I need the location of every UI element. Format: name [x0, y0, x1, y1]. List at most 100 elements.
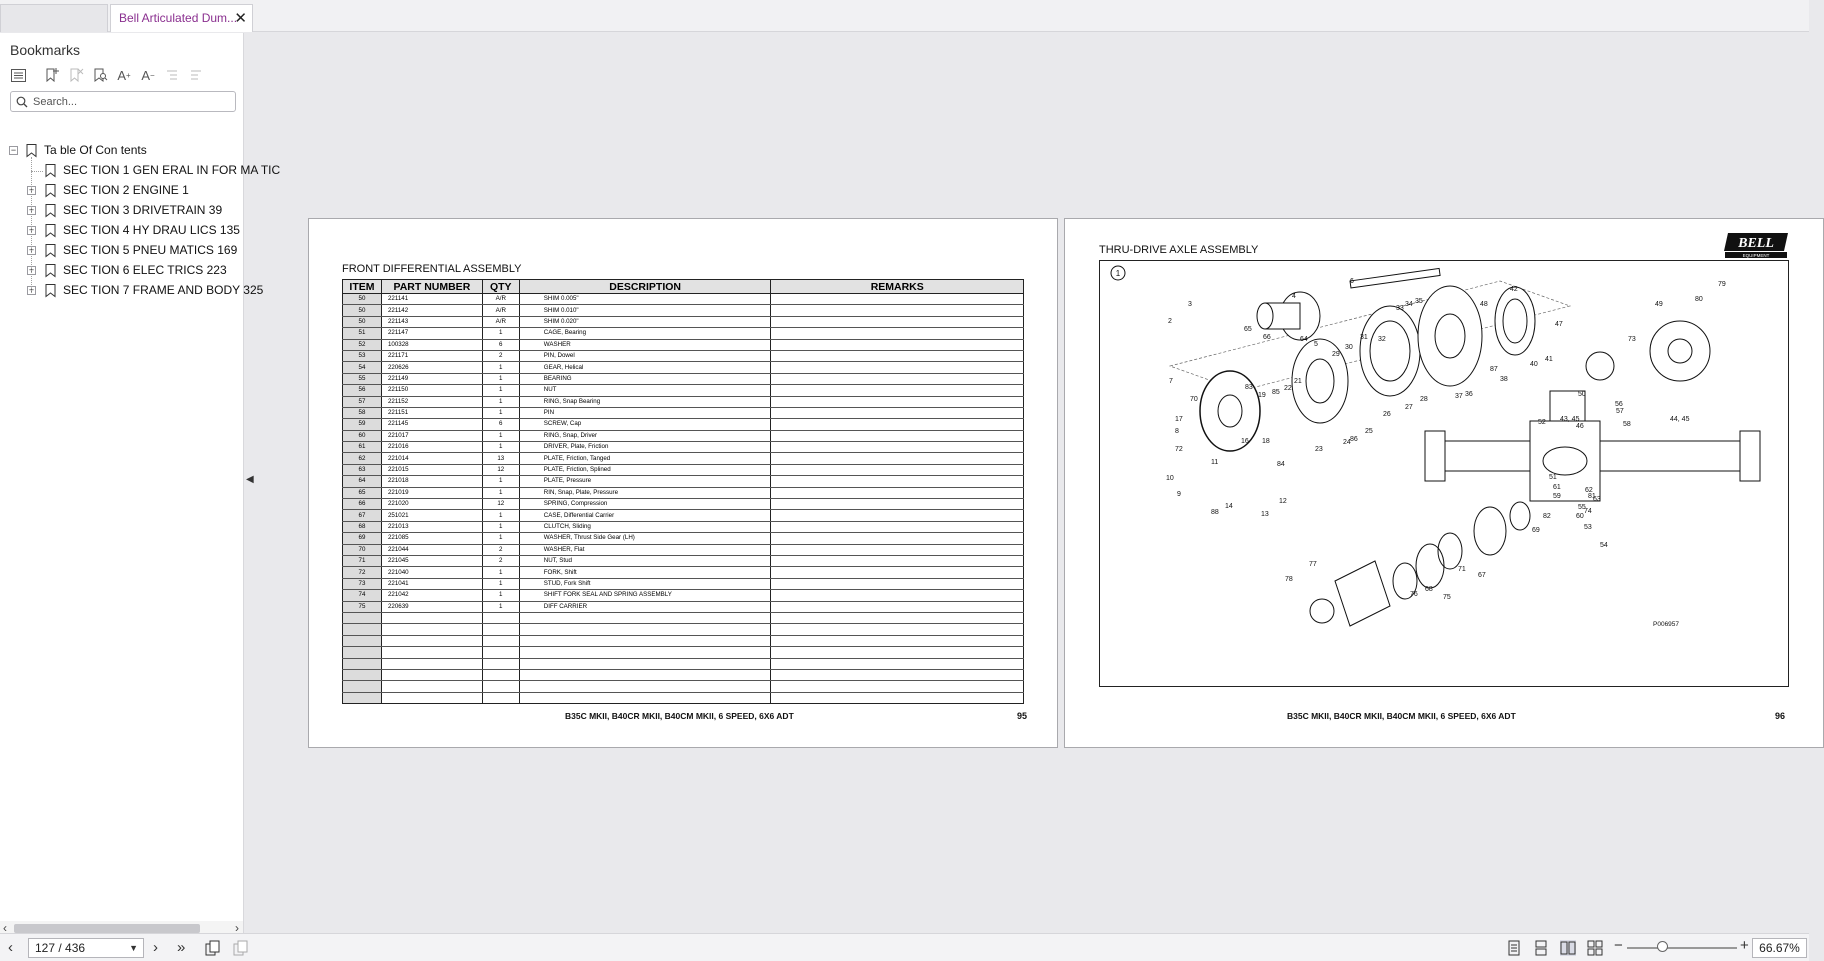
- zoom-out-icon[interactable]: −: [1614, 937, 1623, 954]
- bookmark-item[interactable]: SEC TION 1 GEN ERAL IN FOR MA TIC: [0, 162, 280, 180]
- increase-font-icon[interactable]: A+: [117, 67, 131, 83]
- callout-label: 17: [1175, 416, 1183, 423]
- table-cell: [770, 532, 1024, 545]
- table-cell: SHIFT FORK SEAL AND SPRING ASSEMBLY: [518, 589, 772, 602]
- callout-label: 41: [1545, 356, 1553, 363]
- scroll-right-icon[interactable]: ›: [235, 921, 239, 935]
- continuous-facing-icon[interactable]: [1587, 940, 1603, 956]
- callout-label: 8: [1175, 428, 1179, 435]
- facing-page-icon[interactable]: [1560, 940, 1576, 956]
- zoom-level[interactable]: 66.67%: [1752, 938, 1807, 958]
- bookmark-options-icon[interactable]: [8, 65, 28, 85]
- table-cell: 70: [342, 544, 382, 557]
- decrease-font-icon[interactable]: A−: [141, 67, 155, 83]
- next-page-icon[interactable]: ›: [153, 939, 158, 956]
- page-selector[interactable]: 127 / 436 ▼: [28, 938, 144, 958]
- table-cell: 221145: [380, 418, 483, 431]
- table-cell: 55: [342, 373, 382, 386]
- delete-bookmark-icon[interactable]: [66, 65, 86, 85]
- collapse-icon[interactable]: −: [9, 145, 18, 155]
- table-cell: 221017: [380, 430, 483, 443]
- callout-label: 25: [1365, 428, 1373, 435]
- scrollbar-thumb[interactable]: [14, 924, 200, 933]
- table-row: [342, 646, 1024, 659]
- bookmark-item[interactable]: +SEC TION 5 PNEU MATICS 169: [0, 242, 260, 260]
- table-cell: [481, 658, 520, 670]
- table-cell: 221149: [380, 373, 483, 386]
- callout-label: 59: [1553, 493, 1561, 500]
- table-cell: 57: [342, 396, 382, 408]
- zoom-in-icon[interactable]: +: [1740, 937, 1749, 954]
- tab-blank[interactable]: [0, 4, 108, 32]
- bookmark-item[interactable]: +SEC TION 4 HY DRAU LICS 135: [0, 222, 260, 240]
- callout-label: 14: [1225, 503, 1233, 510]
- table-cell: [770, 407, 1024, 420]
- tab-document[interactable]: Bell Articulated Dum... ✕: [110, 4, 253, 32]
- search-input[interactable]: [33, 93, 228, 110]
- table-cell: 221143: [380, 316, 483, 329]
- expand-all-icon[interactable]: [162, 65, 182, 85]
- collapse-all-icon[interactable]: [186, 65, 206, 85]
- two-page-view-icon[interactable]: [205, 940, 221, 956]
- callout-label: 51: [1549, 474, 1557, 481]
- rotate-view-icon[interactable]: [233, 940, 249, 956]
- table-cell: PLATE, Pressure: [518, 475, 772, 488]
- table-cell: [770, 669, 1024, 682]
- table-cell: [770, 658, 1024, 670]
- table-cell: 221171: [380, 350, 483, 363]
- table-cell: 1: [481, 361, 520, 374]
- table-cell: [770, 384, 1024, 397]
- callout-label: 78: [1285, 576, 1293, 583]
- scroll-left-icon[interactable]: ‹: [3, 921, 7, 935]
- table-cell: [518, 692, 772, 705]
- table-cell: 1: [481, 327, 520, 340]
- table-cell: 1: [481, 487, 520, 500]
- table-cell: 100328: [380, 339, 483, 351]
- table-cell: [342, 623, 382, 636]
- close-icon[interactable]: ✕: [234, 10, 247, 27]
- table-cell: 59: [342, 418, 382, 431]
- table-cell: CLUTCH, Sliding: [518, 521, 772, 534]
- bookmark-item[interactable]: +SEC TION 6 ELEC TRICS 223: [0, 262, 260, 280]
- last-page-icon[interactable]: »: [177, 939, 186, 956]
- bookmark-item[interactable]: +SEC TION 3 DRIVETRAIN 39: [0, 202, 260, 220]
- table-cell: 69: [342, 532, 382, 545]
- find-bookmark-icon[interactable]: [90, 65, 110, 85]
- table-cell: 221147: [380, 327, 483, 340]
- table-cell: 50: [342, 293, 382, 306]
- single-page-icon[interactable]: [1506, 940, 1522, 956]
- zoom-slider[interactable]: [1627, 947, 1737, 949]
- page-number: 96: [1775, 711, 1786, 721]
- collapse-panel-icon[interactable]: ◀: [246, 474, 254, 485]
- bookmark-item[interactable]: +SEC TION 2 ENGINE 1: [0, 182, 260, 200]
- figure-reference: P006957: [1653, 621, 1679, 628]
- callout-label: 22: [1284, 385, 1292, 392]
- table-cell: 2: [481, 350, 520, 363]
- table-cell: 221045: [380, 555, 483, 568]
- previous-page-icon[interactable]: ‹: [8, 939, 13, 956]
- continuous-page-icon[interactable]: [1533, 940, 1549, 956]
- bookmark-item[interactable]: +SEC TION 7 FRAME AND BODY 325: [0, 282, 263, 300]
- table-cell: 221040: [380, 566, 483, 579]
- table-cell: 221019: [380, 487, 483, 500]
- callout-label: 56: [1615, 401, 1623, 408]
- callout-label: 75: [1443, 594, 1451, 601]
- figure-number: 1: [1116, 269, 1121, 278]
- add-bookmark-icon[interactable]: [42, 65, 62, 85]
- callout-label: 19: [1258, 392, 1266, 399]
- table-cell: [518, 612, 772, 625]
- bookmark-item[interactable]: −Ta ble Of Con tents: [0, 142, 260, 160]
- zoom-slider-knob[interactable]: [1657, 941, 1668, 952]
- table-cell: [770, 327, 1024, 340]
- table-cell: CAGE, Bearing: [518, 327, 772, 340]
- callout-label: 38: [1500, 376, 1508, 383]
- table-cell: [770, 601, 1024, 613]
- horizontal-scrollbar[interactable]: ‹ ›: [0, 921, 243, 935]
- callout-label: 82: [1543, 513, 1551, 520]
